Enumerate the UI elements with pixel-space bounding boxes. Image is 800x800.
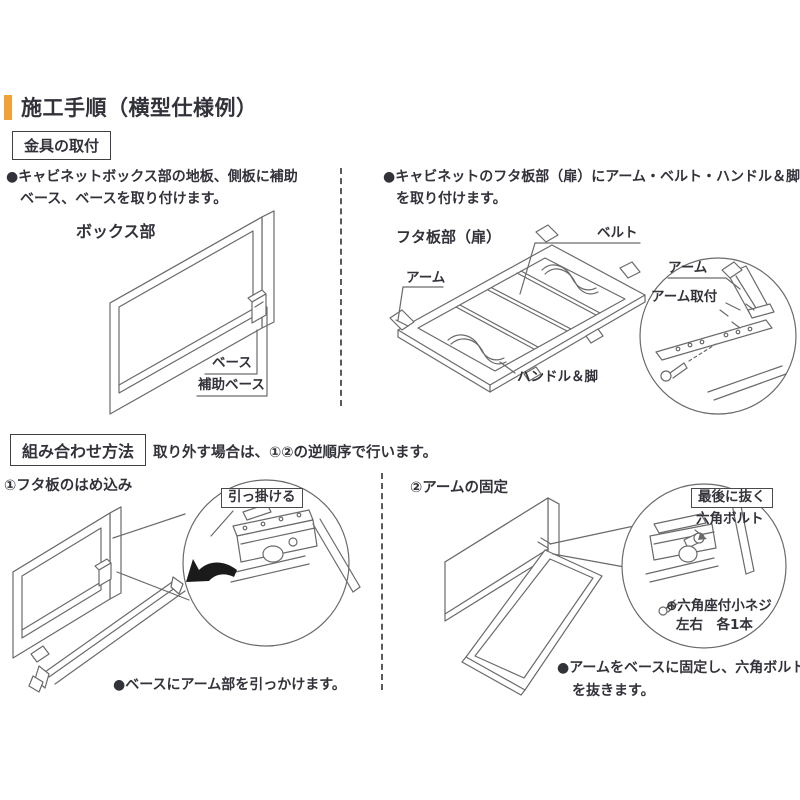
divider-top xyxy=(340,168,342,406)
s1-left-instruction-line2: ベース、ベースを取り付けます。 xyxy=(20,191,228,207)
step2-drawing xyxy=(400,478,800,700)
handle-leg-label: ハンドル＆脚 xyxy=(517,369,598,385)
lid-frame-drawing xyxy=(390,222,680,412)
step1-drawing xyxy=(5,478,375,696)
detail-arm-mount-label: アーム取付 xyxy=(651,289,718,305)
divider-bottom xyxy=(381,473,383,690)
section2-label: 組み合わせ方法 xyxy=(10,434,147,466)
s1-right-instruction-line2: を取り付けます。 xyxy=(396,191,507,207)
hex-bolt-label: 六角ボルト xyxy=(696,511,764,527)
hex-screw-label-line2: 左右 各1本 xyxy=(676,617,753,633)
belt-label: ベルト xyxy=(597,225,638,241)
cabinet-box-drawing xyxy=(50,195,320,425)
hex-screw-label-line1: ⊕六角座付小ネジ xyxy=(666,598,772,614)
accent-bar xyxy=(4,95,12,120)
hook-label: 引っ掛ける xyxy=(221,488,303,508)
step2-title: ②アームの固定 xyxy=(410,480,508,496)
page-title: 施工手順（横型仕様例） xyxy=(21,96,258,120)
lid-part-title: フタ板部（扉） xyxy=(396,228,502,246)
base-label: ベース xyxy=(212,355,252,371)
detail-arm-label: アーム xyxy=(668,260,708,276)
box-part-title: ボックス部 xyxy=(76,222,156,241)
removal-note: 取り外す場合は、①②の逆順序で行います。 xyxy=(153,445,438,461)
arm-mount-detail-drawing xyxy=(630,248,800,425)
s1-right-instruction-line1: ●キャビネットのフタ板部（扉）にアーム・ベルト・ハンドル＆脚 xyxy=(383,169,800,185)
arm-label: アーム xyxy=(406,270,446,286)
step1-title: ①フタ板のはめ込み xyxy=(4,478,133,494)
s1-left-instruction-line1: ●キャビネットボックス部の地板、側板に補助 xyxy=(6,169,298,185)
step2-caption-line1: ●アームをベースに固定し、六角ボルト xyxy=(557,660,800,676)
step1-caption: ●ベースにアーム部を引っかけます。 xyxy=(113,677,346,693)
section1-label: 金具の取付 xyxy=(12,131,112,160)
aux-base-label: 補助ベース xyxy=(198,377,265,393)
pull-last-label: 最後に抜く xyxy=(691,488,773,508)
step2-caption-line2: を抜きます。 xyxy=(572,683,655,699)
